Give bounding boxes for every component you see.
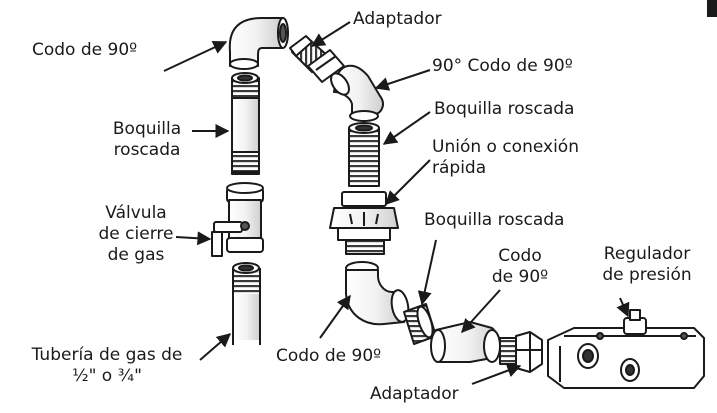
label-valvula: Válvula de cierre de gas bbox=[96, 203, 176, 266]
label-tuberia-line2: ½" o ¾" bbox=[72, 366, 142, 386]
arrow-adaptador-bottom bbox=[471, 363, 522, 385]
arrow-valvula bbox=[175, 231, 212, 246]
arrow-adaptador-top bbox=[310, 21, 351, 47]
label-boquilla-right-2: Boquilla roscada bbox=[424, 210, 565, 230]
label-adaptador-top: Adaptador bbox=[353, 9, 442, 29]
gas-shutoff-valve bbox=[211, 182, 264, 257]
callout-arrows bbox=[163, 21, 630, 385]
nipple-left-upper bbox=[231, 72, 260, 175]
arrow-codo-bottom bbox=[319, 294, 351, 339]
arrow-boquilla-right-2 bbox=[417, 239, 437, 306]
adapter-bottom bbox=[499, 331, 543, 373]
label-boquilla-left-line2: roscada bbox=[113, 140, 181, 160]
arrow-regulador bbox=[616, 297, 630, 318]
label-valvula-line3: de gas bbox=[107, 245, 165, 265]
label-valvula-line2: de cierre bbox=[98, 224, 174, 244]
arrow-tuberia bbox=[199, 333, 232, 361]
label-boquilla-right: Boquilla roscada bbox=[434, 99, 575, 119]
pressure-regulator bbox=[547, 309, 705, 389]
label-codo-right-line2: de 90º bbox=[491, 267, 549, 287]
label-valvula-line1: Válvula bbox=[105, 203, 167, 223]
label-union: Unión o conexión rápida bbox=[432, 137, 579, 179]
label-boquilla-left-line1: Boquilla bbox=[112, 119, 182, 139]
adapter-top bbox=[289, 35, 345, 83]
arrow-boquilla-right bbox=[382, 111, 431, 145]
nipple-bottom bbox=[403, 303, 437, 345]
label-codo-right: Codo de 90º bbox=[482, 246, 558, 288]
gas-supply-pipe bbox=[232, 262, 261, 345]
elbow-top bbox=[228, 17, 289, 70]
union-fitting bbox=[329, 191, 399, 255]
nipple-right bbox=[348, 122, 380, 187]
arrow-codo-right-top bbox=[374, 69, 431, 91]
arrow-codo-top bbox=[163, 40, 228, 72]
elbow-horizontal bbox=[430, 321, 501, 363]
elbow-right-top bbox=[330, 64, 384, 122]
label-regulador-line2: de presión bbox=[602, 265, 692, 285]
label-codo-top: Codo de 90º bbox=[32, 40, 138, 60]
label-codo-90-right: 90° Codo de 90º bbox=[432, 56, 573, 76]
arrow-union bbox=[385, 159, 431, 205]
arrow-codo-right bbox=[461, 289, 501, 334]
label-tuberia-line1: Tubería de gas de bbox=[31, 345, 183, 365]
label-union-line2: rápida bbox=[432, 158, 487, 178]
label-regulador: Regulador de presión bbox=[592, 244, 702, 286]
corner-mark bbox=[707, 0, 717, 17]
label-boquilla-left: Boquilla roscada bbox=[104, 119, 190, 161]
label-tuberia: Tubería de gas de ½" o ¾" bbox=[12, 345, 202, 387]
label-regulador-line1: Regulador bbox=[603, 244, 691, 264]
label-union-line1: Unión o conexión bbox=[432, 137, 579, 157]
label-codo-right-line1: Codo bbox=[498, 246, 542, 266]
label-adaptador-bottom: Adaptador bbox=[370, 384, 459, 404]
label-codo-bottom: Codo de 90º bbox=[276, 346, 382, 366]
elbow-bottom bbox=[345, 261, 410, 326]
